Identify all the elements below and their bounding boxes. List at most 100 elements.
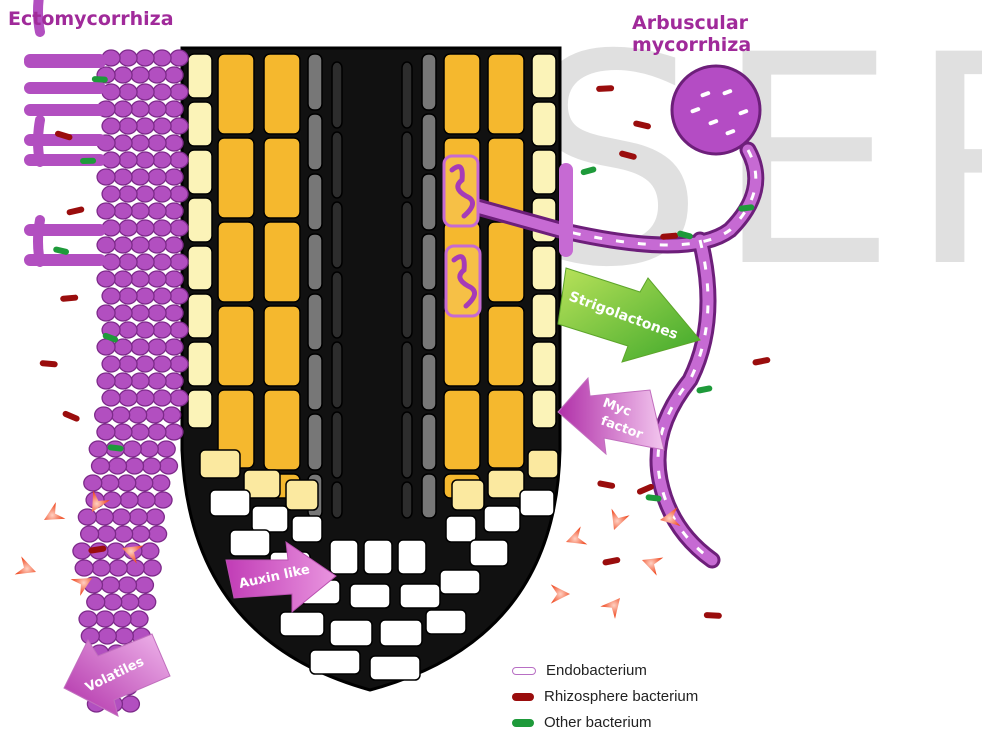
mantle-hypha-cell	[119, 254, 137, 270]
mantle-hypha-cell	[89, 441, 107, 457]
mantle-hypha-cell	[114, 424, 132, 440]
root-cap-cell	[200, 450, 240, 478]
root-cap-cell	[484, 506, 520, 532]
mantle-hypha-cell	[115, 628, 133, 644]
mantle-hypha-cell	[97, 373, 115, 389]
mantle-hypha-cell	[165, 339, 183, 355]
cortex-cell	[264, 138, 300, 218]
mantle-hypha-cell	[136, 356, 154, 372]
stele-cell	[332, 62, 342, 128]
stele-cell	[402, 202, 412, 268]
mantle-hypha-cell	[163, 407, 181, 423]
mantle-hypha-cell	[119, 356, 137, 372]
mantle-hypha-cell	[95, 407, 113, 423]
mantle-hypha-cell	[159, 458, 177, 474]
mantle-hypha-cell	[135, 475, 153, 491]
stele-cell	[308, 294, 322, 350]
mantle-hypha-cell	[131, 424, 149, 440]
root-cap-cell	[252, 506, 288, 532]
mantle-hypha-cell	[170, 288, 188, 304]
legend-label: Endobacterium	[546, 662, 647, 679]
stele-cell	[402, 272, 412, 338]
mantle-hypha-cell	[97, 271, 115, 287]
mantle-hypha-cell	[136, 152, 154, 168]
mantle-hypha-cell	[170, 50, 188, 66]
mantle-hypha-cell	[148, 339, 166, 355]
cortex-cell	[264, 54, 300, 134]
root-cap-cell	[330, 540, 358, 574]
mantle-hypha-cell	[157, 441, 175, 457]
mantle-hypha-cell	[165, 67, 183, 83]
rhizosphere-bacterium	[60, 294, 78, 302]
legend-label: Rhizosphere bacterium	[544, 688, 698, 705]
mantle-hypha-cell	[120, 492, 138, 508]
legend-item-rhizosphere-bacterium: Rhizosphere bacterium	[512, 688, 698, 705]
mantle-hypha-cell	[118, 475, 136, 491]
mantle-hypha-cell	[96, 611, 114, 627]
stele-cell	[422, 294, 436, 350]
root-cap-cell	[440, 570, 480, 594]
cortex-cell	[488, 390, 524, 468]
mantle-hypha-cell	[153, 254, 171, 270]
stele-cell	[308, 234, 322, 290]
mantle-hypha-cell	[153, 288, 171, 304]
root-cap-cell	[400, 584, 440, 608]
mantle-hypha-cell	[114, 237, 132, 253]
mantle-hypha-cell	[136, 288, 154, 304]
mantle-hypha-cell	[97, 203, 115, 219]
root-cap-cell	[426, 610, 466, 634]
mantle-hypha-cell	[131, 373, 149, 389]
mantle-hypha-cell	[153, 390, 171, 406]
volatile-particle	[39, 502, 65, 528]
mantle-hypha-cell	[154, 492, 172, 508]
mantle-hypha-cell	[125, 458, 143, 474]
rhizosphere-bacterium	[66, 206, 85, 216]
stele-cell	[422, 474, 436, 518]
rhizosphere-bacterium	[602, 557, 621, 566]
stele-cell	[422, 354, 436, 410]
mantle-hypha-cell	[97, 424, 115, 440]
mantle-hypha-cell	[132, 526, 150, 542]
mantle-hypha-cell	[149, 526, 167, 542]
epidermis-cell	[188, 342, 212, 386]
mantle-hypha-cell	[119, 152, 137, 168]
stele-cell	[402, 62, 412, 128]
mantle-hypha-cell	[165, 203, 183, 219]
mantle-hypha-cell	[165, 424, 183, 440]
mantle-hypha-cell	[92, 560, 110, 576]
rhizosphere-bacterium	[62, 410, 81, 423]
extraradical-hypha	[30, 88, 100, 110]
mantle-hypha-cell	[138, 594, 156, 610]
root-cap-cell	[380, 620, 422, 646]
volatile-particle	[639, 551, 664, 576]
mantle-hypha-cell	[148, 305, 166, 321]
mantle-hypha-cell	[81, 526, 99, 542]
stele-cell	[332, 482, 342, 518]
mantle-hypha-cell	[114, 101, 132, 117]
cortex-cell	[264, 222, 300, 302]
mantle-hypha-cell	[148, 101, 166, 117]
mantle-hypha-cell	[102, 390, 120, 406]
other-bacterium-swatch	[512, 719, 534, 727]
stele-cell	[422, 414, 436, 470]
mantle-hypha-cell	[114, 135, 132, 151]
mantle-hypha-cell	[104, 594, 122, 610]
arbuscular-title-line1: Arbuscular	[632, 12, 772, 34]
mantle-hypha-cell	[153, 152, 171, 168]
root-cap-cell	[452, 480, 484, 510]
mantle-hypha-cell	[170, 356, 188, 372]
cortex-cell	[488, 222, 524, 302]
mantle-hypha-cell	[119, 118, 137, 134]
volatile-particle	[605, 509, 630, 534]
mantle-hypha-cell	[131, 135, 149, 151]
mantle-hypha-cell	[137, 492, 155, 508]
other-bacterium	[92, 76, 108, 83]
extraradical-hypha	[38, 220, 40, 262]
mantle-hypha-cell	[131, 237, 149, 253]
mantle-hypha-cell	[170, 186, 188, 202]
cortex-cell	[218, 54, 254, 134]
mantle-hypha-cell	[153, 84, 171, 100]
stele-cell	[332, 272, 342, 338]
